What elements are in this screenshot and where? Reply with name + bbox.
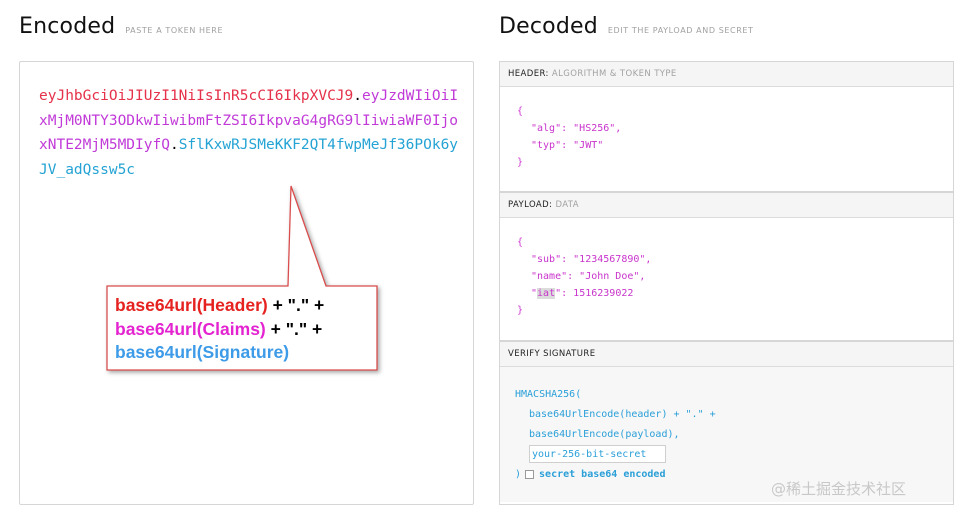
json-open-brace: { [517, 106, 524, 117]
callout-join: + "." + [267, 295, 325, 315]
verify-close-paren: ) [515, 469, 522, 480]
json-line-name: "name": "John Doe", [531, 271, 646, 282]
json-line-typ: "typ": "JWT" [531, 140, 604, 151]
payload-section: PAYLOAD: DATA { "sub": "1234567890", "na… [499, 192, 954, 341]
decoded-subtitle: EDIT THE PAYLOAD AND SECRET [607, 26, 754, 35]
verify-line-header: base64UrlEncode(header) + "." + [529, 409, 716, 420]
header-label: HEADER: [508, 69, 549, 79]
json-line-sub: "sub": "1234567890", [531, 254, 652, 265]
token-text[interactable]: eyJhbGciOiJIUzI1NiIsInR5cCI6IkpXVCJ9.eyJ… [39, 84, 459, 182]
json-close-brace: } [517, 157, 524, 168]
secret-base64-label[interactable]: secret base64 encoded [539, 469, 666, 480]
verify-section-title: VERIFY SIGNATURE [500, 342, 953, 367]
json-key: "alg" [531, 123, 562, 134]
header-section-title: HEADER: ALGORITHM & TOKEN TYPE [500, 62, 953, 87]
payload-json-editor[interactable]: { "sub": "1234567890", "name": "John Doe… [500, 218, 953, 319]
header-sublabel: ALGORITHM & TOKEN TYPE [551, 69, 677, 79]
token-payload-part: eyJzdWIiOiIxMjM0NTY3ODkwIiwibmFtZSI6Ikpv… [39, 88, 459, 153]
verify-signature-editor: HMACSHA256( base64UrlEncode(header) + ".… [500, 367, 953, 502]
decoded-heading: Decoded EDIT THE PAYLOAD AND SECRET [499, 14, 754, 39]
encoded-token-editor[interactable]: eyJhbGciOiJIUzI1NiIsInR5cCI6IkpXVCJ9.eyJ… [19, 61, 474, 505]
verify-line-secret: your-256-bit-secret [515, 445, 953, 465]
header-json-editor[interactable]: { "alg": "HS256", "typ": "JWT" } [500, 87, 953, 171]
callout-signature-label: base64url(Signature) [115, 342, 290, 362]
encoded-heading: Encoded PASTE A TOKEN HERE [19, 14, 223, 39]
encoded-title: Encoded [19, 14, 116, 39]
verify-line-hmac: HMACSHA256( [515, 389, 582, 400]
payload-sublabel: DATA [555, 200, 579, 210]
json-key: "name" [531, 271, 568, 282]
token-header-part: eyJhbGciOiJIUzI1NiIsInR5cCI6IkpXVCJ9 [39, 88, 354, 104]
json-quote: " [555, 288, 562, 299]
json-value: 1516239022 [573, 288, 634, 299]
secret-input[interactable]: your-256-bit-secret [529, 445, 666, 463]
payload-label: PAYLOAD: [508, 200, 553, 210]
callout-header-label: base64url(Header) [115, 295, 268, 315]
token-dot: . [353, 88, 363, 104]
callout-line-signature: base64url(Signature) [115, 341, 380, 365]
json-value: "JWT" [573, 140, 604, 151]
callout-claims-label: base64url(Claims) [115, 318, 266, 339]
payload-section-title: PAYLOAD: DATA [500, 192, 953, 218]
json-open-brace: { [517, 237, 524, 248]
header-section: HEADER: ALGORITHM & TOKEN TYPE { "alg": … [499, 61, 954, 192]
watermark-text: @稀土掘金技术社区 [771, 480, 907, 498]
json-line-iat: "iat": 1516239022 [531, 288, 634, 299]
decoded-title: Decoded [499, 14, 598, 39]
callout-line-header: base64url(Header) + "." + [115, 294, 380, 318]
token-dot: . [169, 137, 179, 153]
callout-join: + "." + [265, 318, 323, 339]
json-value: "John Doe", [579, 271, 646, 282]
callout-line-claims: base64url(Claims) + "." + [115, 318, 380, 342]
verify-signature-section: VERIFY SIGNATURE HMACSHA256( base64UrlEn… [499, 341, 954, 505]
encoded-subtitle: PASTE A TOKEN HERE [125, 26, 224, 35]
json-close-brace: } [517, 305, 524, 316]
verify-label: VERIFY SIGNATURE [508, 349, 596, 359]
json-value: "HS256", [573, 123, 622, 134]
json-key: "typ" [531, 140, 562, 151]
json-quote: " [531, 288, 538, 299]
callout-text: base64url(Header) + "." + base64url(Clai… [115, 294, 380, 365]
verify-line-close: ) secret base64 encoded [515, 465, 953, 485]
json-key-highlighted: iat [537, 288, 556, 299]
verify-line-payload: base64UrlEncode(payload), [529, 429, 680, 440]
json-value: "1234567890", [573, 254, 652, 265]
json-key: "sub" [531, 254, 562, 265]
secret-base64-checkbox[interactable] [525, 469, 535, 479]
token-signature-part: SflKxwRJSMeKKF2QT4fwpMeJf36POk6yJV_adQss… [39, 137, 459, 178]
json-line-alg: "alg": "HS256", [531, 123, 622, 134]
